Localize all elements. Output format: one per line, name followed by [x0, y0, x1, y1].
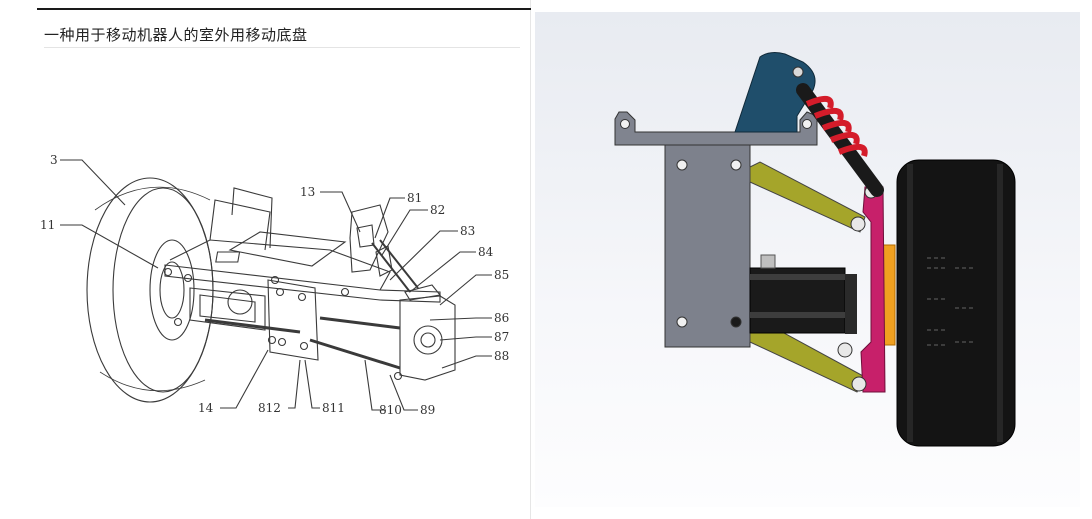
cad-render-panel: [535, 12, 1080, 507]
label-11: 11: [40, 218, 55, 232]
label-85: 85: [494, 268, 509, 282]
label-81: 81: [407, 191, 422, 205]
label-87: 87: [494, 330, 509, 344]
label-89: 89: [420, 403, 435, 417]
steering-upright: [860, 186, 886, 393]
patent-drawing-panel: 一种用于移动机器人的室外用移动底盘: [0, 0, 531, 519]
label-3: 3: [50, 153, 58, 167]
label-82: 82: [430, 203, 445, 217]
label-812: 812: [258, 401, 281, 415]
tire: [896, 159, 1016, 447]
top-bracket: [614, 111, 818, 146]
label-83: 83: [460, 224, 475, 238]
document-title: 一种用于移动机器人的室外用移动底盘: [44, 26, 308, 44]
motor-housing: [189, 287, 266, 331]
suspension-cad-render: [614, 52, 1016, 447]
tread-marks: [927, 257, 975, 346]
label-810: 810: [379, 403, 402, 417]
label-14: 14: [198, 401, 214, 415]
label-86: 86: [494, 311, 509, 325]
part-labels: 3 11 13 81 82 83 84 85 86 87 88 14 812 8…: [40, 153, 509, 417]
frame-beam: [164, 264, 441, 303]
title-divider: [44, 47, 520, 48]
top-rule: [37, 8, 531, 10]
knuckle-housing: [399, 295, 456, 381]
label-811: 811: [322, 401, 345, 415]
label-88: 88: [494, 349, 509, 363]
frame-plate: [664, 144, 751, 348]
upper-arm: [749, 161, 866, 233]
chassis-line-drawing: 3 11 13 81 82 83 84 85 86 87 88 14 812 8…: [40, 153, 509, 417]
damper-body: [796, 83, 884, 197]
label-84: 84: [478, 245, 494, 259]
coil-spring: [805, 95, 868, 157]
label-13: 13: [300, 185, 315, 199]
